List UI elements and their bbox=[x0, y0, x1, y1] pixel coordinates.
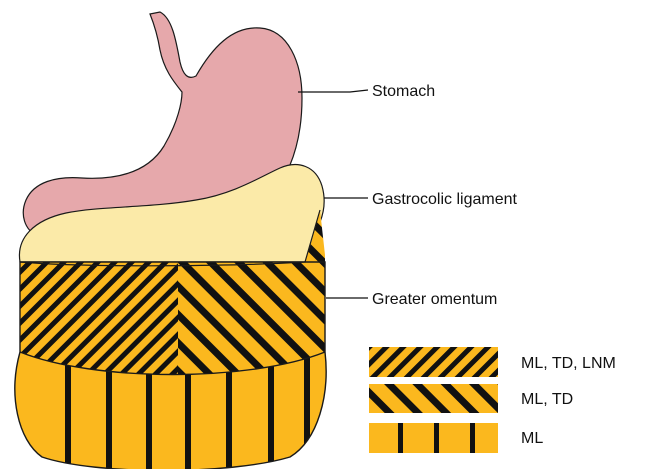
stomach-leader-line bbox=[298, 90, 368, 92]
legend-label-ml: ML bbox=[521, 430, 543, 447]
legend-label-ml-td: ML, TD bbox=[521, 391, 573, 408]
legend-swatch-coarse-stripes bbox=[369, 384, 498, 413]
stomach-label: Stomach bbox=[372, 83, 435, 100]
legend: ML, TD, LNM ML, TD ML bbox=[369, 347, 616, 453]
legend-swatch-vertical-stripes bbox=[369, 423, 498, 453]
legend-vertical-stripe-3 bbox=[470, 423, 475, 453]
greater-omentum-label: Greater omentum bbox=[372, 291, 497, 308]
legend-label-ml-td-lnm: ML, TD, LNM bbox=[521, 355, 616, 372]
legend-swatch-fine-stripes bbox=[369, 347, 498, 377]
gastrocolic-ligament-label: Gastrocolic ligament bbox=[372, 191, 518, 208]
legend-vertical-stripe-1 bbox=[398, 423, 403, 453]
legend-vertical-stripe-2 bbox=[434, 423, 439, 453]
